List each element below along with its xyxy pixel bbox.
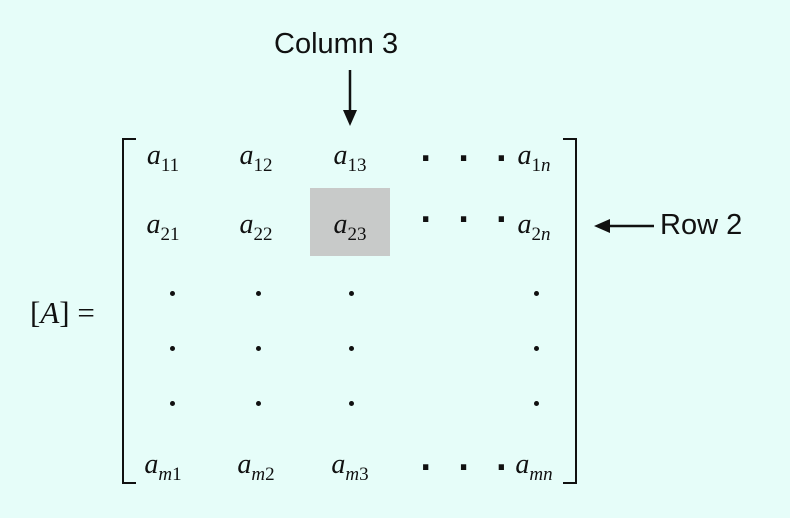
matrix-cell-a22: a22 <box>239 209 273 245</box>
matrix-cell-amn: amn <box>515 449 553 485</box>
matrix-cell-am1: am1 <box>144 449 182 485</box>
row-2-ellipsis: . . . <box>420 195 516 230</box>
vertical-dot <box>534 291 539 296</box>
left-bracket <box>122 138 136 484</box>
matrix-name-label: [A] = <box>30 295 95 330</box>
vertical-dot <box>170 346 175 351</box>
matrix-cell-am2: am2 <box>237 449 275 485</box>
vertical-dot <box>256 401 261 406</box>
vertical-dot <box>170 291 175 296</box>
matrix-cell-a2n: a2n <box>517 209 551 245</box>
vertical-dot <box>534 346 539 351</box>
row-m-ellipsis: . . . <box>420 443 516 478</box>
vertical-dot <box>256 291 261 296</box>
vertical-dot <box>349 291 354 296</box>
matrix-name: A <box>40 295 60 330</box>
vertical-dot <box>534 401 539 406</box>
matrix-cell-a21: a21 <box>146 209 180 245</box>
column-arrow-icon <box>343 70 357 126</box>
matrix-cell-a1n: a1n <box>517 140 551 176</box>
right-bracket <box>563 138 577 484</box>
matrix-cell-a12: a12 <box>239 140 273 176</box>
matrix-cell-a13: a13 <box>333 140 367 176</box>
vertical-dot <box>256 346 261 351</box>
vertical-dot <box>349 401 354 406</box>
column-3-label: Column 3 <box>274 28 399 60</box>
vertical-dot <box>170 401 175 406</box>
matrix-cell-a11: a11 <box>146 140 180 176</box>
row-2-label: Row 2 <box>660 209 743 241</box>
vertical-dot <box>349 346 354 351</box>
highlighted-element-a23 <box>310 188 390 256</box>
row-arrow-icon <box>594 219 654 233</box>
matrix-cell-a23: a23 <box>333 209 367 245</box>
row-1-ellipsis: . . . <box>420 134 516 169</box>
matrix-cell-am3: am3 <box>331 449 369 485</box>
